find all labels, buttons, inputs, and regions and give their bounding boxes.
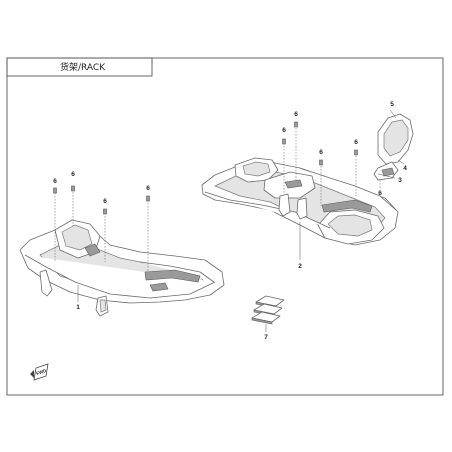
callout-part-6b: 6 xyxy=(71,171,75,178)
callout-part-5: 5 xyxy=(390,101,394,108)
callout-part-1: 1 xyxy=(76,304,80,311)
callout-part-6g: 6 xyxy=(319,149,323,156)
diagram-frame xyxy=(6,57,444,396)
callout-part-2: 2 xyxy=(298,263,302,270)
diagram-title: 货架/RACK xyxy=(60,61,106,73)
callout-part-6f: 6 xyxy=(294,111,298,118)
callout-part-6i: 6 xyxy=(378,190,382,197)
rear-rack-callouts: 2 6 6 6 6 3 4 5 6 xyxy=(282,101,407,270)
callout-part-6c: 6 xyxy=(103,198,107,205)
callout-part-3: 3 xyxy=(398,177,402,184)
title-box xyxy=(6,57,153,77)
front-rack xyxy=(19,219,225,317)
callout-part-4: 4 xyxy=(403,165,407,172)
callout-part-6a: 6 xyxy=(53,178,57,185)
front-rack-callouts: 1 6 6 6 6 xyxy=(53,171,150,311)
callout-part-6h: 6 xyxy=(354,139,358,146)
backrest-assembly xyxy=(373,113,414,181)
fwd-label: FWD xyxy=(36,368,48,376)
callout-part-7: 7 xyxy=(264,334,268,341)
rear-rack xyxy=(201,157,399,246)
callout-part-6d: 6 xyxy=(146,185,150,192)
fwd-direction-badge: FWD xyxy=(30,363,49,381)
rubber-pads: 7 xyxy=(251,295,285,341)
callout-part-6e: 6 xyxy=(282,127,286,134)
